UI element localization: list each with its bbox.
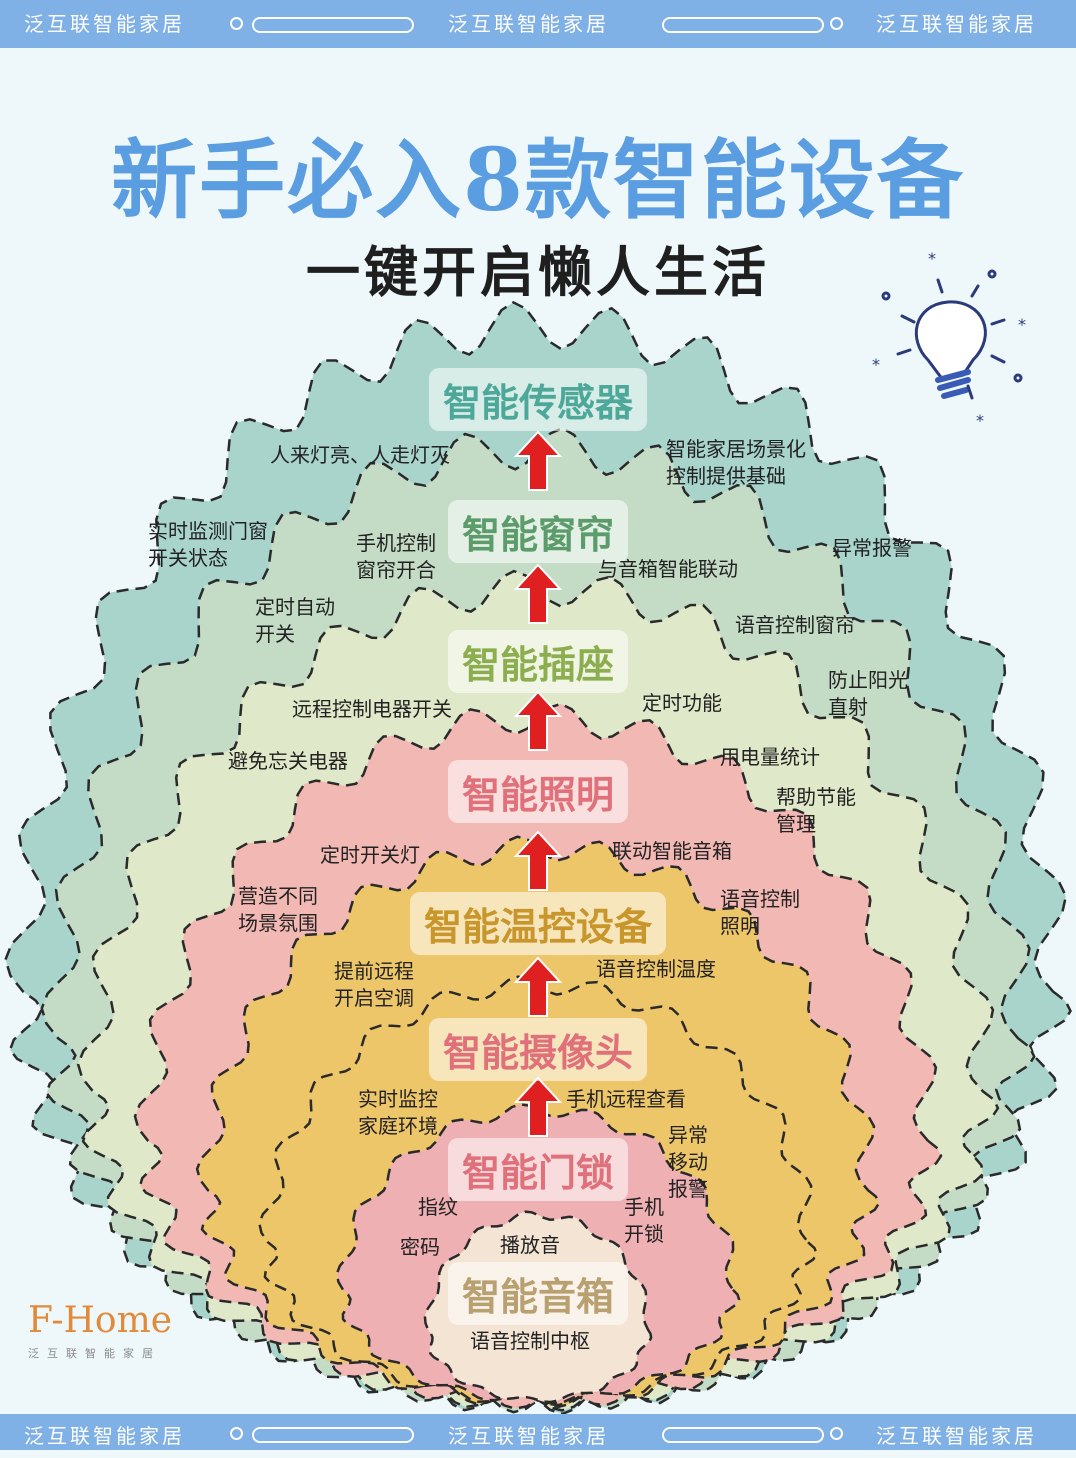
feature-note: 与音箱智能联动	[598, 557, 738, 581]
banner-text: 泛互联智能家居	[24, 12, 185, 36]
banner-pill	[252, 17, 414, 33]
feature-note: 手机远程查看	[566, 1087, 686, 1111]
feature-note: 避免忘关电器	[228, 749, 348, 773]
banner-text: 泛互联智能家居	[448, 12, 609, 36]
brand-subtitle: 泛互联智能家居	[28, 1347, 161, 1360]
bottom-banner: 泛互联智能家居 泛互联智能家居 泛互联智能家居	[0, 1414, 1076, 1450]
feature-note: 远程控制电器开关	[292, 697, 452, 721]
banner-text: 泛互联智能家居	[24, 1424, 185, 1448]
svg-text:*: *	[928, 250, 936, 268]
banner-pill	[252, 1427, 414, 1443]
ring-label: 智能插座	[447, 630, 629, 693]
feature-note: 人来灯亮、人走灯灭	[270, 443, 450, 467]
svg-text:*: *	[1018, 315, 1026, 334]
feature-note: 提前远程 开启空调	[334, 959, 414, 1010]
banner-dot	[830, 1427, 843, 1440]
ring-label: 智能门锁	[447, 1138, 629, 1201]
feature-note: 密码	[400, 1235, 440, 1259]
arrow-up-icon	[513, 830, 563, 891]
feature-note: 定时自动 开关	[255, 595, 335, 646]
lightbulb-icon: * * * *	[872, 250, 1026, 430]
feature-note: 联动智能音箱	[612, 839, 732, 863]
arrow-up-icon	[513, 430, 563, 491]
arrow-up-icon	[513, 690, 563, 751]
feature-note: 用电量统计	[720, 745, 820, 769]
ring-label: 智能温控设备	[409, 892, 667, 955]
page-subtitle: 一键开启懒人生活	[306, 241, 770, 304]
svg-text:*: *	[872, 355, 880, 374]
banner-text: 泛互联智能家居	[876, 1424, 1037, 1448]
feature-note: 手机控制 窗帘开合	[356, 531, 436, 582]
ring-label: 智能摄像头	[428, 1018, 648, 1081]
feature-note: 异常 移动 报警	[668, 1123, 708, 1201]
feature-note: 智能家居场景化 控制提供基础	[666, 437, 806, 488]
banner-pill	[662, 1427, 824, 1443]
ring-label: 智能窗帘	[447, 500, 629, 563]
arrow-up-icon	[513, 1076, 563, 1137]
banner-dot	[830, 17, 843, 30]
feature-note: 语音控制温度	[596, 957, 716, 981]
feature-note: 实时监测门窗 开关状态	[148, 519, 268, 570]
feature-note: 实时监控 家庭环境	[358, 1087, 438, 1138]
feature-note: 定时开关灯	[320, 843, 420, 867]
ring-label: 智能传感器	[428, 368, 648, 431]
banner-dot	[230, 1427, 243, 1440]
feature-note: 语音控制窗帘	[735, 613, 855, 637]
feature-note: 异常报警	[832, 536, 912, 560]
feature-note: 语音控制中枢	[470, 1329, 590, 1353]
arrow-up-icon	[513, 563, 563, 624]
banner-text: 泛互联智能家居	[876, 12, 1037, 36]
top-banner: 泛互联智能家居 泛互联智能家居 泛互联智能家居	[0, 0, 1076, 48]
ring-label: 智能音箱	[447, 1262, 629, 1325]
feature-note: 指纹	[418, 1195, 458, 1219]
feature-note: 播放音	[500, 1233, 560, 1257]
feature-note: 防止阳光 直射	[828, 668, 908, 719]
brand: F-Home 泛互联智能家居	[28, 1300, 172, 1361]
feature-note: 营造不同 场景氛围	[238, 884, 318, 935]
feature-note: 手机 开锁	[624, 1195, 664, 1246]
brand-logo: F-Home	[28, 1300, 173, 1341]
svg-text:*: *	[976, 411, 984, 430]
feature-note: 帮助节能 管理	[776, 785, 856, 836]
page-title: 新手必入8款智能设备	[111, 130, 965, 231]
feature-note: 定时功能	[642, 691, 722, 715]
arrow-up-icon	[513, 956, 563, 1017]
feature-note: 语音控制 照明	[720, 887, 800, 938]
banner-dot	[230, 17, 243, 30]
ring-label: 智能照明	[447, 760, 629, 823]
banner-text: 泛互联智能家居	[448, 1424, 609, 1448]
banner-pill	[662, 17, 824, 33]
